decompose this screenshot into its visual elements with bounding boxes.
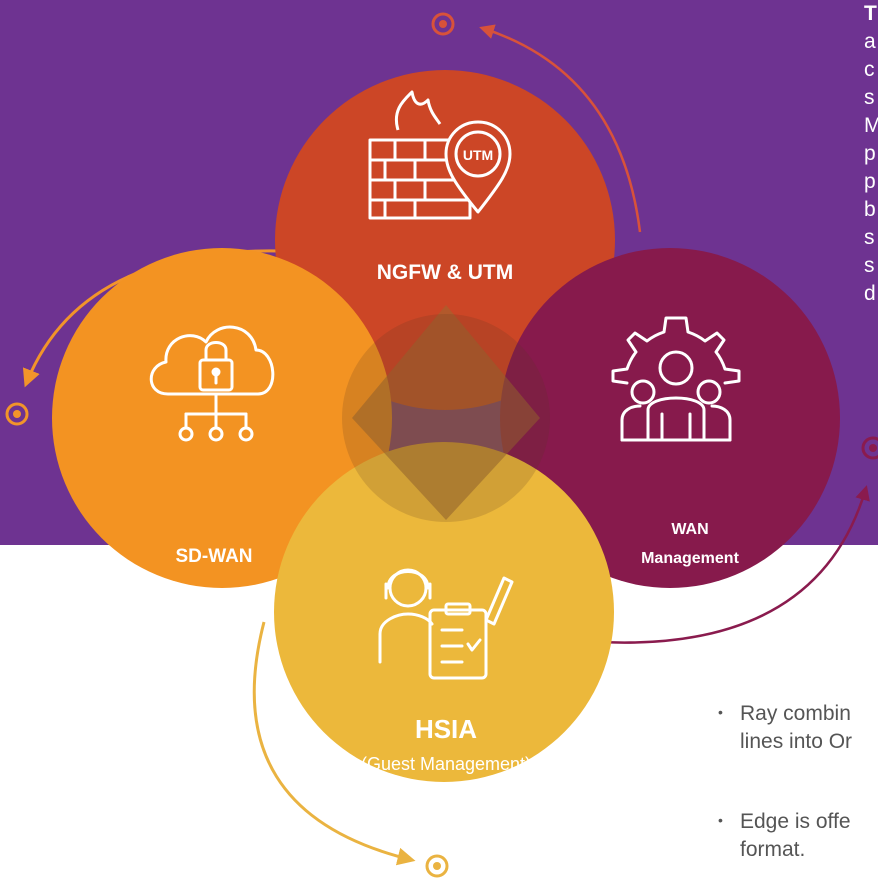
right-target-icon	[861, 436, 878, 460]
bullet-line: format.	[740, 838, 806, 861]
wan-label-line1: WAN	[671, 521, 708, 538]
sdwan-circle	[52, 248, 392, 588]
firewall-utm-icon	[368, 90, 512, 220]
right-text-line: s	[864, 254, 875, 277]
bullet-item: • Edge is offe format.	[718, 806, 851, 864]
support-agent-checklist-icon	[378, 568, 514, 680]
hsia-circle	[274, 442, 614, 782]
hsia-sublabel: (Guest Management)	[361, 754, 531, 774]
top-arrow	[479, 24, 642, 233]
bottom-target-icon	[425, 854, 449, 878]
cloud-lock-network-icon	[149, 325, 275, 442]
utm-badge-text: UTM	[463, 147, 493, 163]
sdwan-label: SD-WAN	[175, 546, 252, 567]
right-text-line: d	[864, 282, 876, 305]
right-paragraph: T a c s M p p b s s d	[864, 0, 878, 308]
right-text-line: p	[864, 142, 876, 165]
bullet-item: • Ray combin lines into Or	[718, 698, 852, 756]
right-text-line: M	[864, 114, 878, 137]
center-overlap-circle	[342, 314, 550, 522]
left-target-icon	[5, 402, 29, 426]
center-overlap	[352, 305, 540, 520]
ngfw-label: NGFW & UTM	[377, 261, 513, 284]
right-text-line: c	[864, 58, 875, 81]
hsia-arrow	[252, 621, 416, 866]
bullet-line: lines into Or	[740, 730, 853, 753]
right-text-line: b	[864, 198, 876, 221]
bullet-line: Edge is offe	[740, 810, 851, 833]
right-text-line: s	[864, 226, 875, 249]
right-text-line: p	[864, 170, 876, 193]
hsia-label: HSIA	[415, 714, 477, 744]
wan-label-line2: Management	[641, 550, 739, 567]
bullet-dot: •	[718, 812, 723, 828]
right-text-line: T	[864, 2, 877, 25]
bullet-line: Ray combin	[740, 702, 851, 725]
right-text-line: s	[864, 86, 875, 109]
team-gear-icon	[611, 316, 741, 442]
bullet-dot: •	[718, 704, 723, 720]
wan-circle	[500, 248, 840, 588]
right-text-line: a	[864, 30, 876, 53]
wan-arrow	[599, 485, 870, 644]
top-target-icon	[431, 12, 455, 36]
